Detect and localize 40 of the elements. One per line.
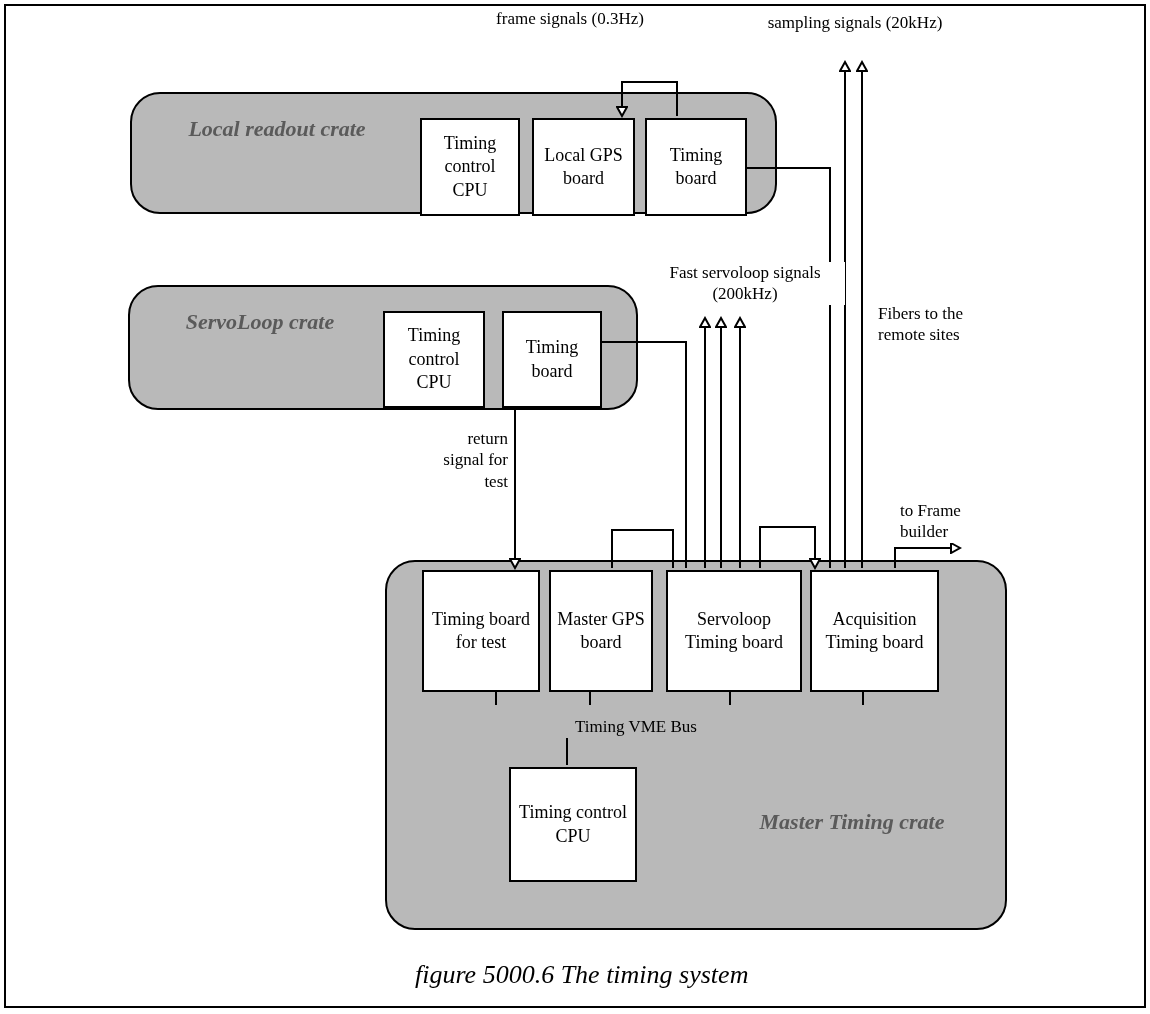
board-label: Timing control CPU: [406, 324, 462, 395]
board-label: Timing control CPU: [518, 801, 628, 848]
crate-heading: Local readout crate: [187, 115, 367, 143]
board-box: [420, 118, 520, 216]
arrow: [856, 61, 868, 569]
crate-panel: [128, 285, 638, 410]
connector-line: [744, 167, 831, 569]
arrow: [759, 526, 821, 569]
note-label: Fibers to the remote sites: [878, 303, 964, 346]
board-box: [549, 570, 653, 692]
arrow: [715, 317, 727, 569]
board-label: Timing board: [668, 143, 724, 190]
board-box: [810, 570, 939, 692]
board-label: Local GPS board: [543, 143, 624, 190]
board-label: Acquisition Timing board: [824, 607, 925, 654]
arrow: [616, 81, 678, 117]
arrow: [894, 542, 961, 569]
board-label: Timing control CPU: [442, 131, 498, 202]
board-label: Timing board: [524, 336, 580, 383]
board-box: [645, 118, 747, 216]
board-box: [532, 118, 635, 216]
board-box: [502, 311, 602, 408]
board-label: Master GPS board: [556, 607, 646, 654]
board-label: Timing board for test: [431, 607, 531, 654]
arrow: [839, 61, 851, 569]
arrow: [734, 317, 746, 569]
crate-panel: [385, 560, 1007, 930]
arrow: [699, 317, 711, 569]
figure-caption: figure 5000.6 The timing system: [415, 959, 750, 991]
crate-heading: ServoLoop crate: [184, 308, 336, 336]
board-label: Servoloop Timing board: [684, 607, 784, 654]
board-box: [509, 767, 637, 882]
board-box: [383, 311, 485, 408]
bus-label: Timing VME Bus: [575, 716, 698, 738]
board-box: [422, 570, 540, 692]
connector-line: [611, 529, 674, 569]
crate-panel: [130, 92, 777, 214]
connector-line: [599, 341, 687, 569]
crate-heading: Master Timing crate: [758, 808, 946, 836]
board-box: [666, 570, 802, 692]
